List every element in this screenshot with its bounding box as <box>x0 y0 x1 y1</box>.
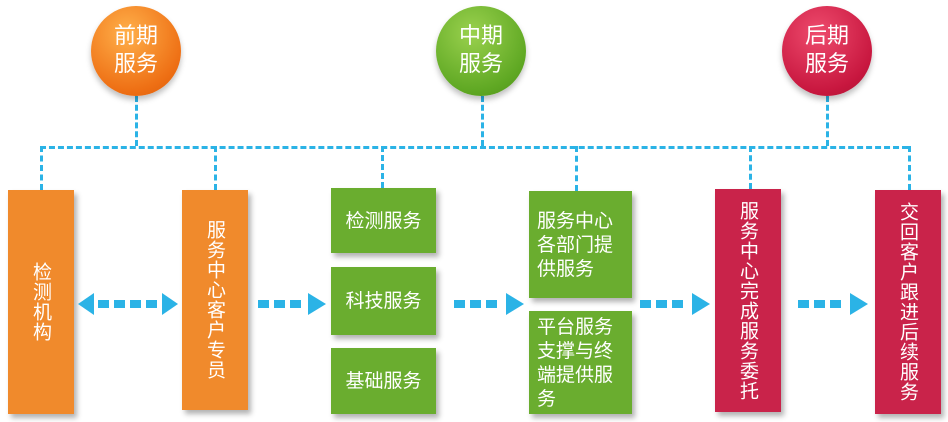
connector <box>826 96 829 146</box>
connector <box>575 146 578 191</box>
phase-label: 服务 <box>458 52 503 77</box>
basic-service-box: 基础服务 <box>331 348 436 414</box>
box-label: 基础服务 <box>345 370 422 392</box>
connector <box>908 146 911 190</box>
testing-agency-box: 检测机构 <box>8 190 74 414</box>
testing-service-box: 检测服务 <box>331 188 436 253</box>
follow-up-box: 交回客户跟进后续服务 <box>875 190 941 414</box>
box-label: 检测服务 <box>345 209 422 232</box>
connector <box>381 146 384 188</box>
connector <box>749 146 752 189</box>
phase-late-circle: 后期 服务 <box>782 6 872 96</box>
box-label: 平台服务支撑与终端提供服务 <box>537 315 614 410</box>
right-arrow-icon <box>454 293 524 315</box>
phase-label: 服务 <box>113 52 158 77</box>
box-label: 交回客户跟进后续服务 <box>897 202 919 402</box>
platform-support-box: 平台服务支撑与终端提供服务 <box>529 311 632 414</box>
box-label: 服务中心客户专员 <box>204 220 226 380</box>
service-center-rep-box: 服务中心客户专员 <box>182 190 248 410</box>
connector <box>40 146 908 149</box>
connector <box>135 96 138 146</box>
commission-done-box: 服务中心完成服务委托 <box>715 189 781 412</box>
double-arrow-icon <box>78 293 178 315</box>
dept-service-box: 服务中心各部门提供服务 <box>529 191 632 298</box>
box-label: 科技服务 <box>345 290 422 312</box>
box-label: 服务中心各部门提供服务 <box>537 209 614 280</box>
box-label: 服务中心完成服务委托 <box>737 200 759 401</box>
phase-middle-circle: 中期 服务 <box>436 6 526 96</box>
box-label: 检测机构 <box>30 262 52 342</box>
phase-label: 中期 <box>458 24 503 49</box>
right-arrow-icon <box>258 293 326 315</box>
connector <box>481 96 484 146</box>
right-arrow-icon <box>640 293 710 315</box>
connector <box>214 146 217 190</box>
phase-label: 前期 <box>113 24 158 49</box>
phase-early-circle: 前期 服务 <box>91 6 181 96</box>
connector <box>40 146 43 190</box>
right-arrow-icon <box>798 293 868 315</box>
tech-service-box: 科技服务 <box>331 267 436 335</box>
phase-label: 后期 <box>804 24 849 49</box>
phase-label: 服务 <box>804 52 849 77</box>
